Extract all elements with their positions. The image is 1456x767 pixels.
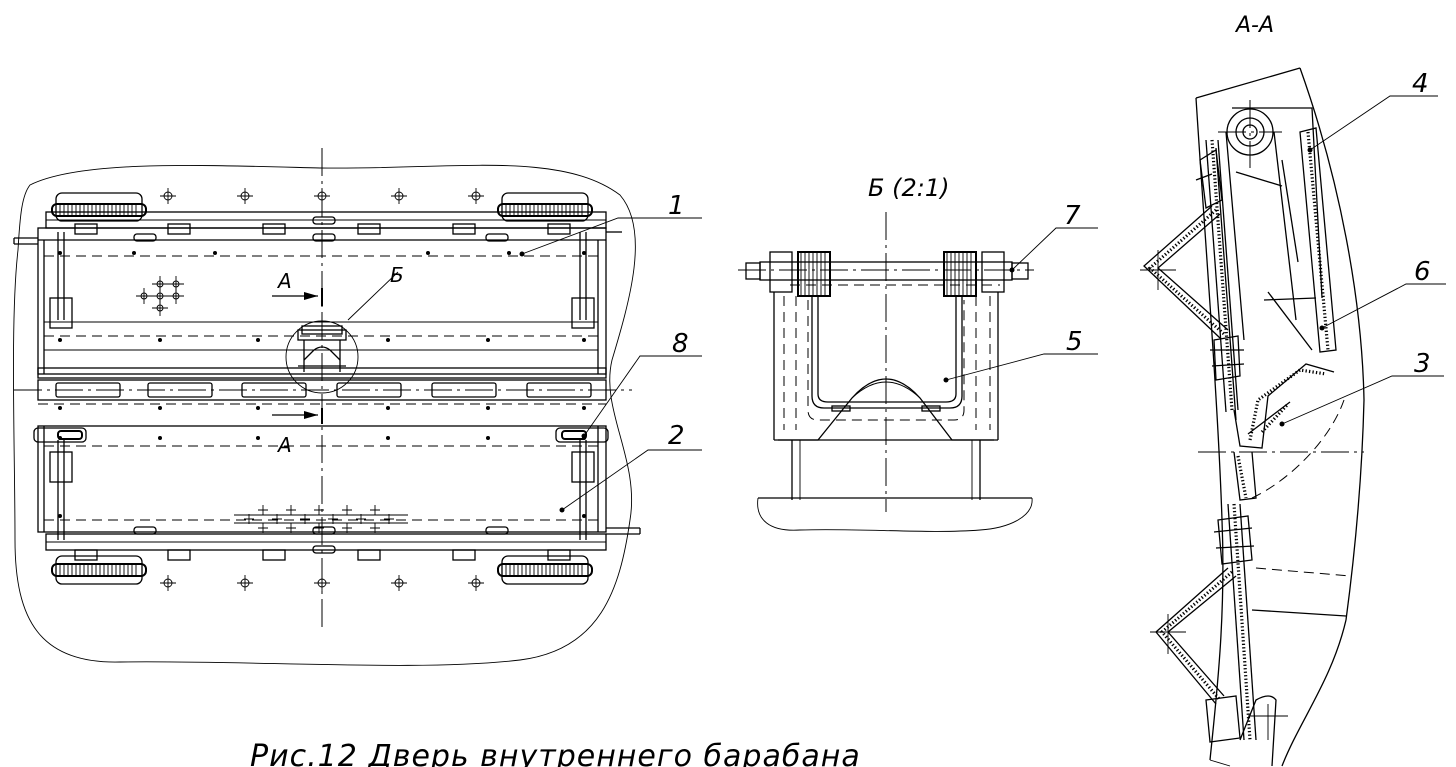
bottom-right-spring (497, 555, 593, 585)
callout-8-label: 8 (672, 329, 689, 359)
callout-2: 2 (559, 421, 702, 513)
callout-6-label: 6 (1414, 257, 1431, 287)
callout-4: 4 (1307, 69, 1438, 153)
bottom-left-spring (51, 555, 147, 585)
callout-3: 3 (1279, 349, 1444, 427)
callout-7: 7 (1009, 201, 1098, 273)
figure-caption: Рис.12 Дверь внутреннего барабана (250, 739, 861, 767)
detail-title: Б (2:1) (868, 174, 949, 202)
section-title: А-А (1234, 13, 1274, 38)
main-view: А А Б (13, 148, 641, 666)
detail-view: Б (2:1) (738, 174, 1034, 532)
callout-3-label: 3 (1414, 349, 1431, 379)
section-mark-lower: А (276, 433, 292, 457)
callout-5: 5 (943, 327, 1098, 383)
section-mark-upper: А (276, 269, 292, 293)
callout-8: 8 (581, 329, 702, 439)
detail-mark: Б (390, 263, 404, 287)
top-right-spring (497, 192, 593, 222)
top-left-spring (51, 192, 147, 222)
callout-1-label: 1 (668, 191, 685, 221)
callout-7-label: 7 (1064, 201, 1081, 231)
callout-1: 1 (519, 191, 702, 257)
callout-2-label: 2 (668, 421, 685, 451)
callout-4-label: 4 (1412, 69, 1429, 99)
section-view: А-А (1140, 13, 1365, 767)
fastener-holes (136, 188, 484, 591)
callout-6: 6 (1319, 257, 1446, 331)
callout-5-label: 5 (1066, 327, 1083, 357)
